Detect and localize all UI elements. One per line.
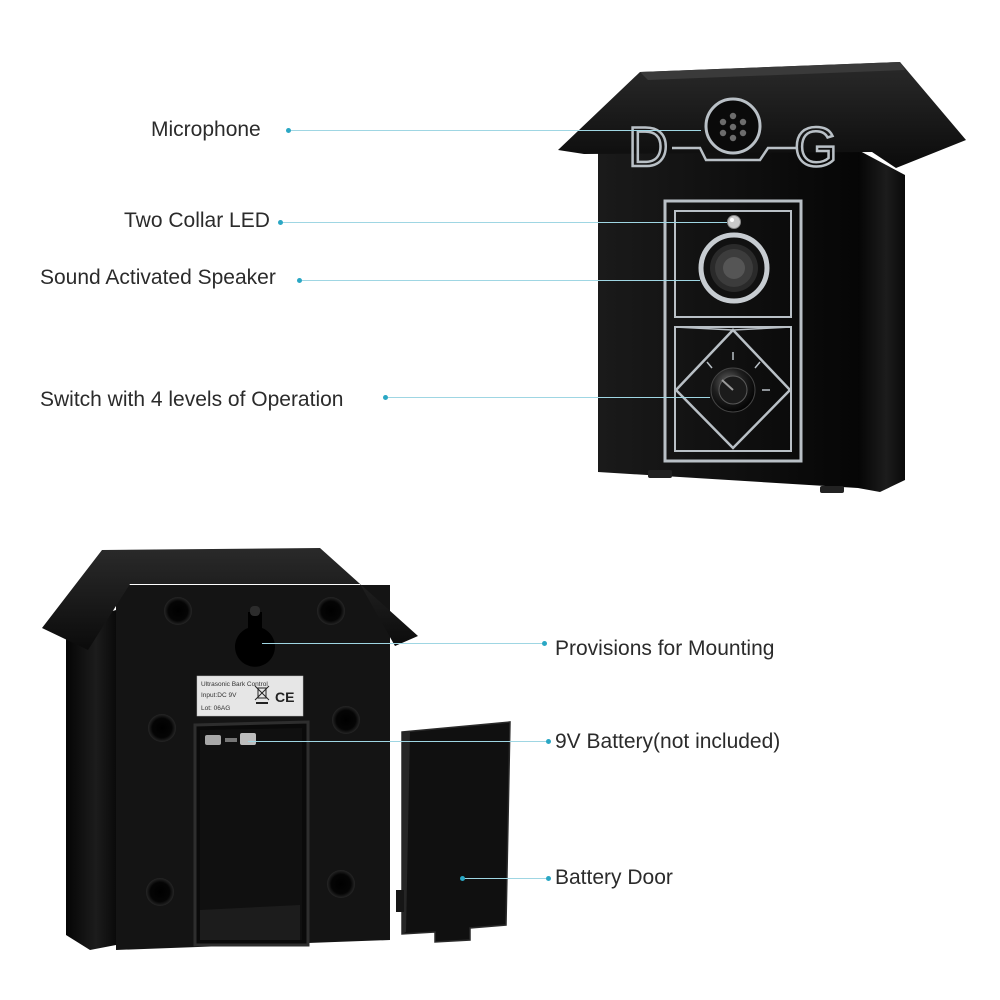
control-panel: [663, 199, 803, 463]
collar-led-icon: [727, 215, 741, 229]
screw-hole: [146, 878, 174, 906]
battery-door: [396, 721, 511, 943]
back-device-side: [66, 610, 116, 950]
leader-line: [462, 878, 546, 879]
screw-hole: [332, 706, 360, 734]
front-device-roof: [558, 62, 966, 168]
front-device-side: [858, 150, 905, 492]
back-device: Ultrasonic Bark Control Input:DC 9V Lot:…: [42, 548, 418, 950]
battery-terminal: [205, 735, 221, 745]
leader-line: [291, 130, 701, 131]
microphone-icon: [704, 97, 762, 155]
logo-connector: [672, 146, 796, 162]
leader-dot: [542, 641, 547, 646]
screw-hole: [148, 714, 176, 742]
leader-dot: [546, 876, 551, 881]
callout-battery-door: Battery Door: [555, 866, 673, 889]
leader-dot: [546, 739, 551, 744]
back-device-roof: [42, 548, 418, 650]
front-device: D G: [558, 62, 966, 493]
leader-line: [262, 643, 542, 644]
label-line-1: Ultrasonic Bark Control: [201, 681, 268, 688]
logo-letter-g: G: [794, 115, 838, 178]
callout-collar-led: Two Collar LED: [124, 209, 270, 232]
leader-dot: [460, 876, 465, 881]
leader-line: [248, 741, 546, 742]
callout-speaker: Sound Activated Speaker: [40, 266, 276, 289]
battery-compartment: [193, 720, 310, 947]
battery-terminal: [240, 733, 256, 745]
leader-line: [302, 280, 700, 281]
screw-hole: [327, 870, 355, 898]
screw-hole: [164, 597, 192, 625]
logo-letter-d: D: [628, 115, 668, 178]
leader-dot: [383, 395, 388, 400]
label-line-3: Lot: 06AG: [201, 705, 230, 712]
keyhole-mount-icon: [235, 606, 276, 667]
product-label-sticker: Ultrasonic Bark Control Input:DC 9V Lot:…: [196, 675, 304, 717]
leader-dot: [278, 220, 283, 225]
label-line-2: Input:DC 9V: [201, 692, 237, 699]
callout-level-switch: Switch with 4 levels of Operation: [40, 388, 344, 411]
leader-line: [283, 222, 727, 223]
foam-pad: [200, 905, 300, 940]
leader-line: [388, 397, 710, 398]
screw-hole: [317, 597, 345, 625]
callout-battery: 9V Battery(not included): [555, 730, 781, 753]
leader-dot: [286, 128, 291, 133]
callout-mounting: Provisions for Mounting: [555, 637, 775, 660]
level-switch-knob-icon: [706, 352, 770, 413]
leader-dot: [297, 278, 302, 283]
ce-mark: CE: [275, 689, 294, 705]
front-device-face: [598, 150, 858, 488]
recycle-bin-icon: [254, 685, 270, 704]
callout-microphone: Microphone: [151, 118, 261, 141]
speaker-icon: [698, 232, 770, 304]
